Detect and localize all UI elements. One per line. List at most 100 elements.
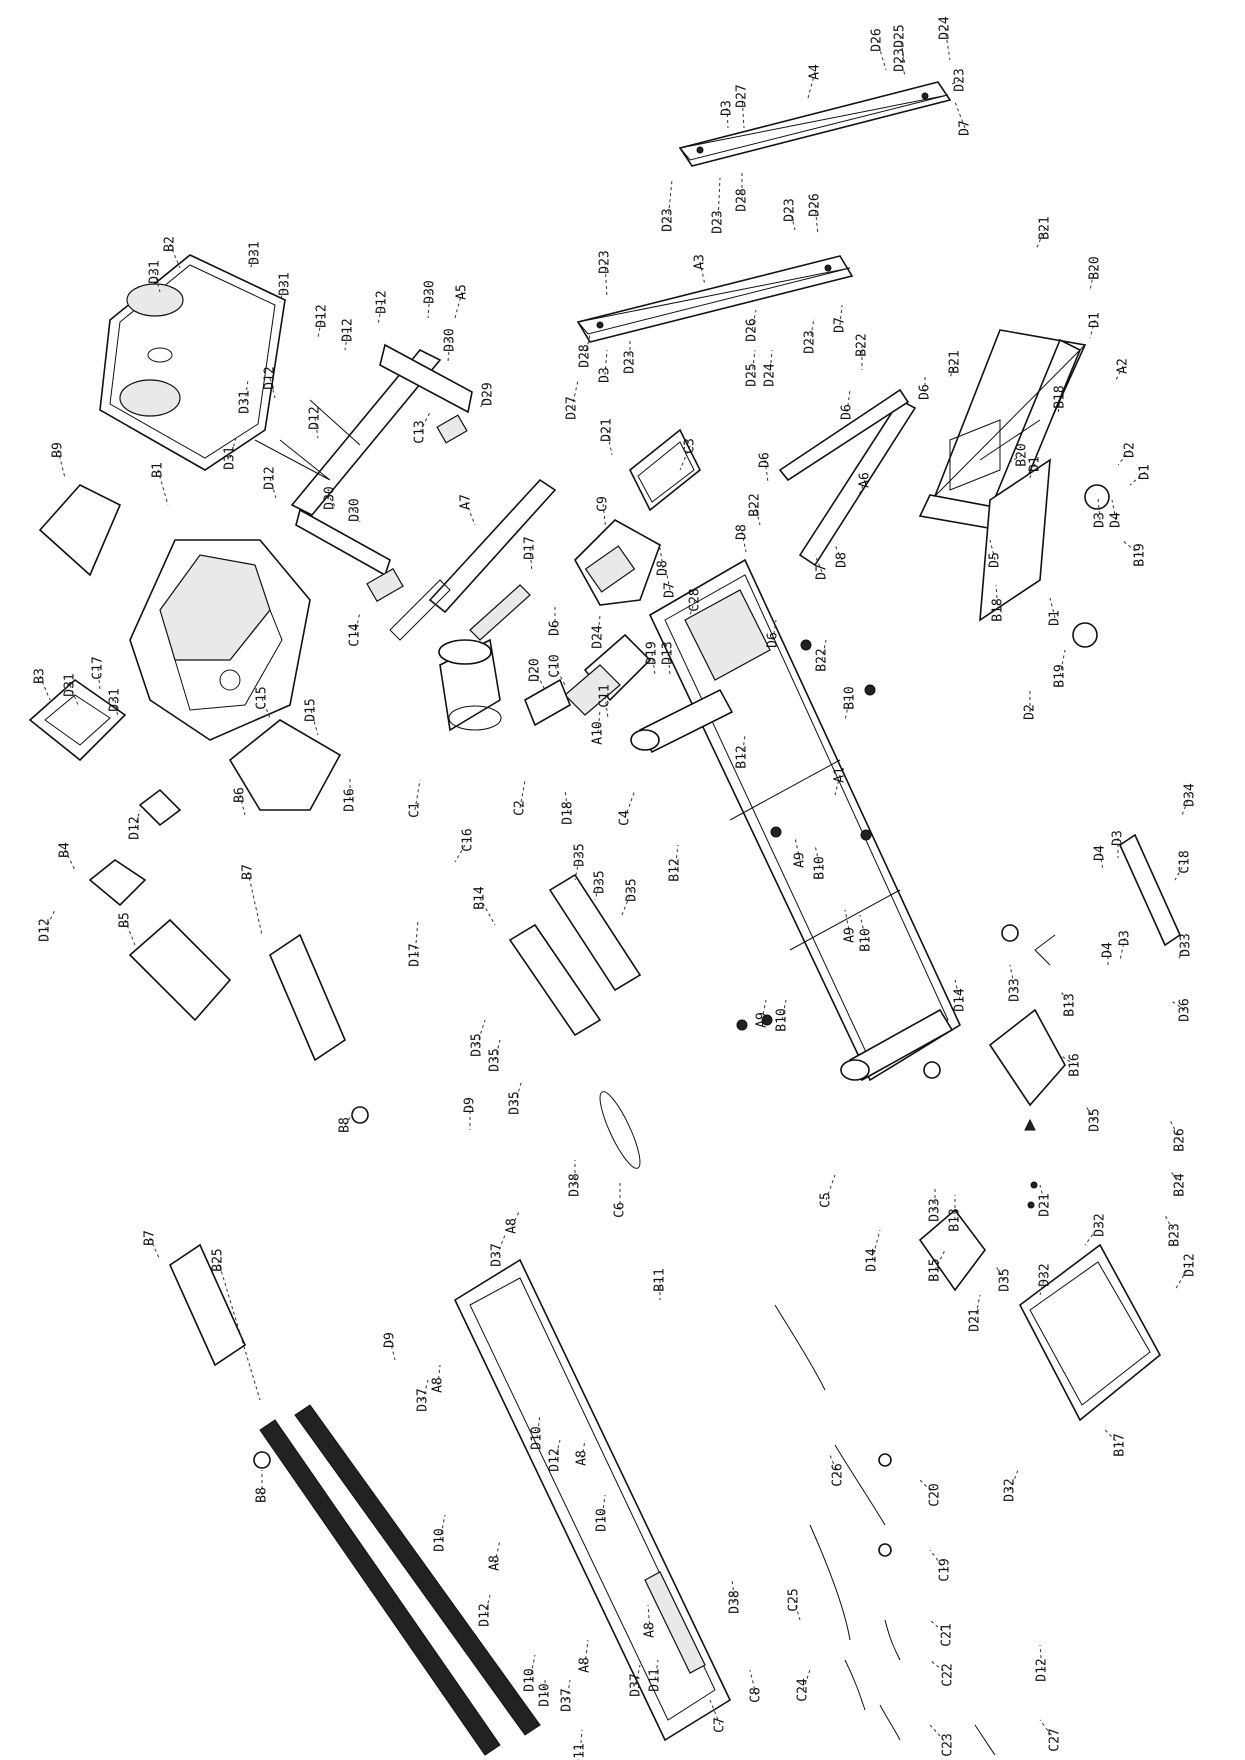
leader-line-D31d xyxy=(244,379,249,403)
leader-line-D31b xyxy=(249,252,256,271)
leader-line-C21 xyxy=(929,1619,948,1636)
main-frame-a1 xyxy=(648,558,962,1082)
leader-line-B18b xyxy=(995,584,999,611)
part-label-D12a: D12 xyxy=(315,304,330,327)
leader-line-C2 xyxy=(519,779,526,809)
leader-line-D21c xyxy=(974,1294,981,1321)
part-label-C7: C7 xyxy=(713,1717,728,1733)
part-label-A9b: A9 xyxy=(843,927,858,943)
tube-b7-upper xyxy=(269,933,346,1062)
part-label-B5: B5 xyxy=(118,912,133,928)
part-label-A7: A7 xyxy=(459,494,474,510)
leader-line-C8 xyxy=(749,1669,757,1696)
leader-line-C22 xyxy=(929,1659,949,1676)
part-label-D19: D19 xyxy=(645,641,660,664)
part-label-B2: B2 xyxy=(163,236,178,252)
console-plate-b2 xyxy=(99,254,286,471)
part-label-D24b: D24 xyxy=(763,363,778,387)
wire-harnesses xyxy=(774,1304,996,1756)
part-label-B24: B24 xyxy=(1173,1173,1188,1197)
leader-line-B19a xyxy=(1121,539,1141,556)
part-label-A6: A6 xyxy=(858,472,873,488)
part-label-D33b: D33 xyxy=(1008,978,1023,1001)
part-label-D3e: D3 xyxy=(1118,930,1133,946)
part-label-D8b: D8 xyxy=(735,524,750,540)
part-label-D6e: D6 xyxy=(766,632,781,648)
part-label-D7c: D7 xyxy=(663,582,678,598)
part-label-B10c: B10 xyxy=(859,928,874,951)
part-label-D10a: D10 xyxy=(530,1426,545,1449)
part-label-D7a: D7 xyxy=(958,120,973,136)
leader-line-A2 xyxy=(1114,365,1124,383)
leader-line-D35f xyxy=(514,1079,523,1104)
leader-line-D23f xyxy=(604,261,608,299)
rail-b14-left xyxy=(508,923,602,1037)
part-label-B21b: B21 xyxy=(948,350,963,373)
strip-b11 xyxy=(644,1571,706,1674)
part-label-A4: A4 xyxy=(808,64,823,80)
part-label-D12j: D12 xyxy=(548,1448,563,1471)
part-label-B22b: B22 xyxy=(748,493,763,516)
cover-b5 xyxy=(128,918,232,1022)
part-label-B23: B23 xyxy=(1168,1223,1183,1246)
part-label-B21a: B21 xyxy=(1038,216,1053,239)
hardware-fasteners xyxy=(736,639,1056,1209)
part-label-D37d: D37 xyxy=(560,1688,575,1711)
leader-line-B20a xyxy=(1089,267,1096,291)
part-label-D31g: D31 xyxy=(108,688,123,711)
part-label-D32c: D32 xyxy=(1003,1478,1018,1501)
part-label-D2b: D2 xyxy=(1023,704,1038,720)
part-label-C10: C10 xyxy=(548,654,563,677)
leader-line-B7b xyxy=(149,1237,161,1261)
part-label-D31d: D31 xyxy=(238,390,253,413)
part-label-D5: D5 xyxy=(988,552,1003,568)
leader-line-D35a xyxy=(574,854,581,881)
part-label-C16: C16 xyxy=(461,828,476,851)
part-label-B18a: B18 xyxy=(1053,385,1068,408)
leader-line-C7 xyxy=(709,1699,721,1726)
leader-line-A8f xyxy=(584,1639,589,1666)
part-label-D37b: D37 xyxy=(416,1388,431,1411)
leader-line-B4 xyxy=(64,849,76,871)
part-label-A10: A10 xyxy=(591,721,606,744)
leader-line-A8d xyxy=(494,1539,501,1564)
part-label-D4b: D4 xyxy=(1093,845,1108,861)
panel-b3 xyxy=(28,678,127,762)
leader-line-A9a xyxy=(794,837,801,861)
part-label-B14: B14 xyxy=(473,886,488,910)
controller-a10 xyxy=(564,633,652,716)
bracket-c2 xyxy=(523,678,572,727)
part-label-D23a: D23 xyxy=(893,48,908,71)
part-label-D27a: D27 xyxy=(735,84,750,107)
leader-line-D27a xyxy=(741,95,745,129)
leader-line-A8a xyxy=(511,1209,521,1227)
part-label-D10d: D10 xyxy=(523,1668,538,1691)
leader-line-B15 xyxy=(934,1249,946,1271)
leader-line-D38b xyxy=(731,1579,736,1603)
part-label-A8a: A8 xyxy=(505,1218,520,1234)
part-label-D31f: D31 xyxy=(63,673,78,696)
leader-line-D25b xyxy=(751,349,756,376)
part-label-D26c: D26 xyxy=(745,318,760,341)
part-label-B20a: B20 xyxy=(1088,256,1103,279)
part-label-D36: D36 xyxy=(1178,998,1193,1021)
part-label-D30c: D30 xyxy=(323,486,338,509)
part-label-D23d: D23 xyxy=(711,210,726,233)
leader-line-D30a xyxy=(427,291,431,319)
part-label-B10a: B10 xyxy=(843,686,858,709)
part-label-B8a: B8 xyxy=(338,1117,353,1133)
leader-line-D12h xyxy=(44,909,56,931)
leader-line-B5 xyxy=(124,919,136,946)
part-label-D3a: D3 xyxy=(720,100,735,116)
bracket-c3 xyxy=(628,428,702,512)
part-label-D38a: D38 xyxy=(568,1173,583,1196)
part-label-B13b: B13 xyxy=(948,1208,963,1231)
beam-a4 xyxy=(678,81,952,167)
part-label-D37c: D37 xyxy=(629,1673,644,1696)
cover-b6 xyxy=(228,719,342,811)
leader-line-D30b xyxy=(447,339,451,363)
part-label-D6b: D6 xyxy=(918,384,933,400)
part-label-D8a: D8 xyxy=(656,560,671,576)
part-label-D17b: D17 xyxy=(408,943,423,966)
